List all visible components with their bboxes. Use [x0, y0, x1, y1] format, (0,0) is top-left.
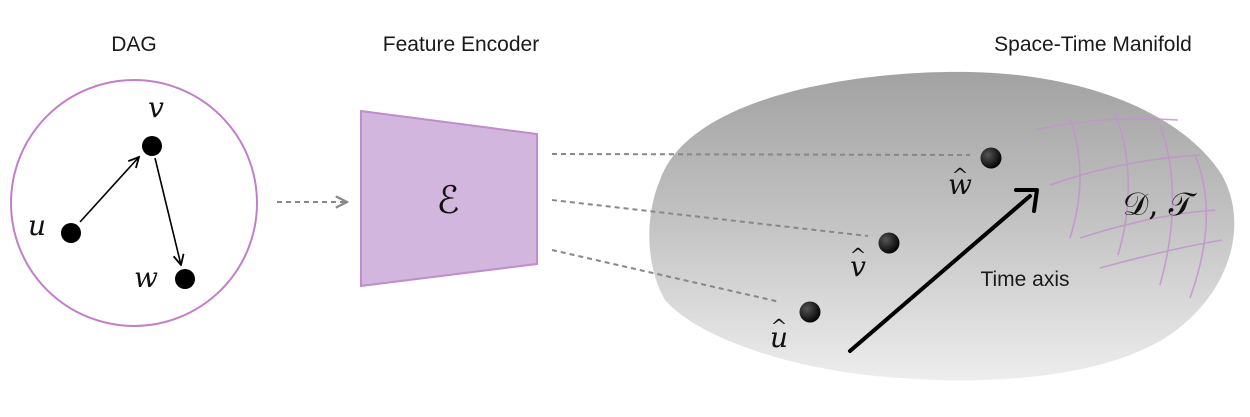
- encoder-block: ℰ: [360, 109, 538, 288]
- manifold-title: Space-Time Manifold: [994, 33, 1192, 56]
- encoder-symbol: ℰ: [436, 178, 459, 222]
- projection-v: [551, 199, 869, 237]
- encoder-trapezoid: [360, 109, 538, 288]
- projection-u: [551, 249, 781, 303]
- node-u-label: u: [28, 209, 46, 242]
- edge-v-w: [154, 157, 181, 265]
- encoder-title: Feature Encoder: [383, 33, 539, 56]
- time-axis-label: Time axis: [980, 268, 1069, 291]
- projection-w: [551, 153, 971, 156]
- embedded-v-label: v: [850, 250, 866, 283]
- node-w-label: w: [134, 261, 158, 294]
- node-w: [175, 269, 195, 289]
- node-u: [61, 223, 81, 243]
- embedded-node-w: [980, 147, 1002, 169]
- dag-panel: u v w: [10, 79, 258, 327]
- dag-title: DAG: [111, 33, 157, 56]
- embedded-v-hat: ^: [850, 243, 867, 267]
- embedded-u-label: u: [770, 321, 788, 354]
- node-v: [142, 136, 162, 156]
- node-v-label: v: [148, 91, 164, 124]
- edge-u-v: [79, 157, 139, 223]
- manifold-grid: [1034, 111, 1223, 299]
- embedded-w-hat: ^: [952, 163, 969, 187]
- embedded-node-u: [799, 301, 821, 323]
- manifold-shape: [649, 71, 1235, 381]
- time-axis-arrow: [848, 188, 1039, 353]
- manifold-grid-label: 𝒟, 𝒯: [1123, 185, 1198, 223]
- embedded-node-v: [878, 232, 900, 254]
- embedded-u-hat: ^: [771, 314, 788, 338]
- embedded-w-label: w: [948, 168, 972, 201]
- dag-circle: [10, 79, 258, 327]
